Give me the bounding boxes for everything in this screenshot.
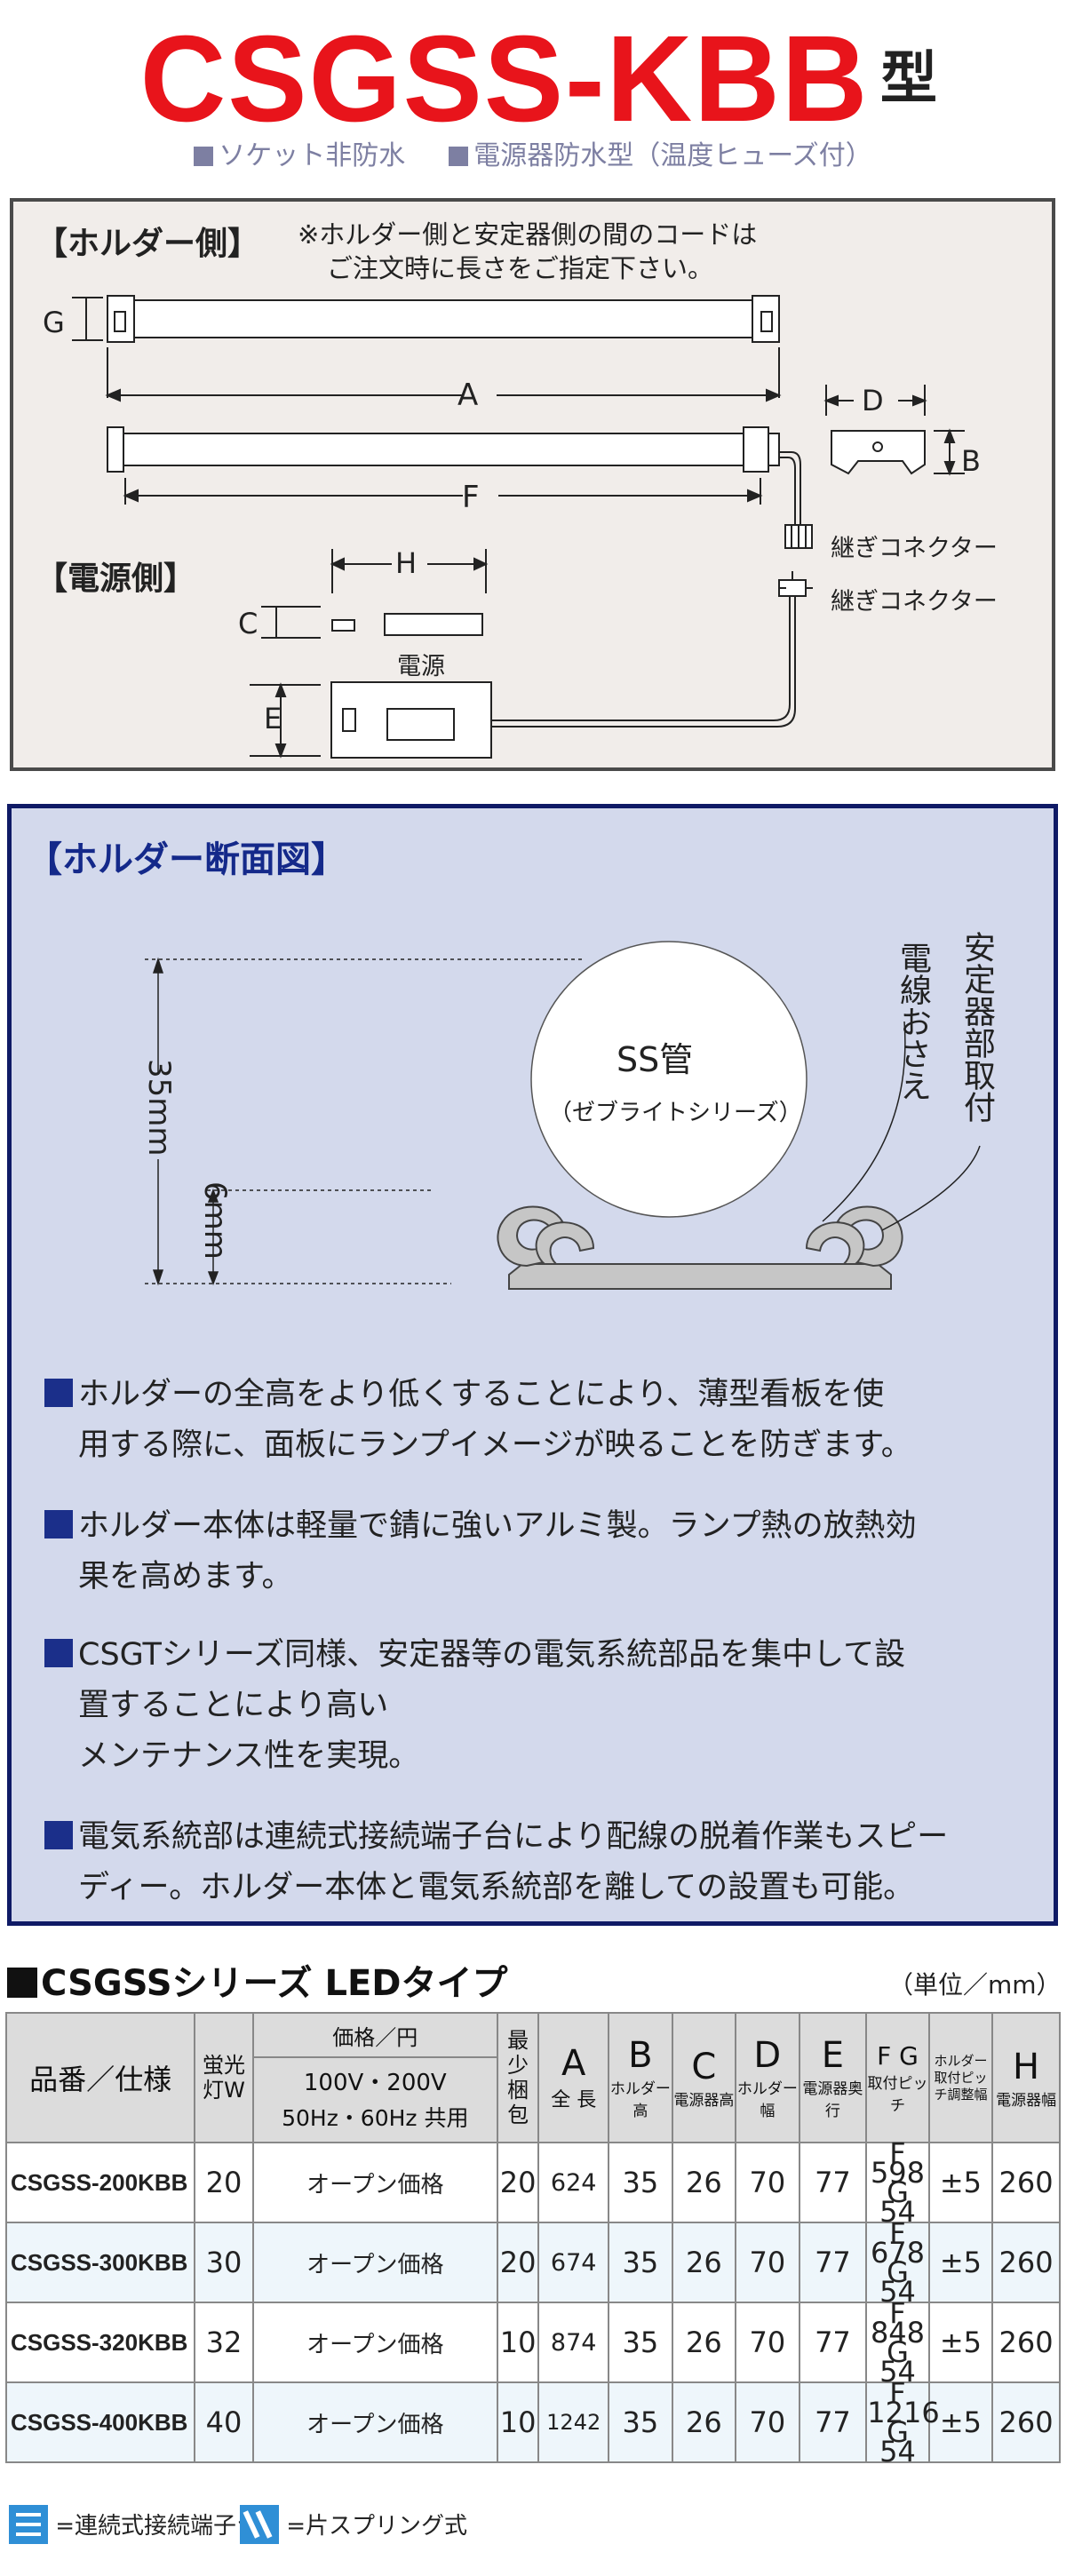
col-name: 品番／仕様 <box>4 2012 196 2143</box>
holder-end-right <box>752 295 780 343</box>
dim-f-label: F <box>462 480 480 515</box>
dim-e-label: E <box>264 702 282 735</box>
dimension-diagram <box>72 295 965 759</box>
subtitle-b: 電源器防水型（温度ヒューズ付） <box>473 140 872 171</box>
col-price: 価格／円 100V・200V 50Hz・60Hz 共用 <box>251 2012 499 2143</box>
legend-item-2: =片スプリング式 <box>240 2505 467 2544</box>
connector-label-2: 継ぎコネクター <box>831 588 998 616</box>
power-label: 電源 <box>397 653 445 680</box>
square-bullet-icon <box>194 147 214 166</box>
cross-section-diagram <box>145 941 981 1290</box>
col-lamp: 蛍光灯W <box>194 2012 254 2143</box>
table-row: CSGSS-300KBB 30 オープン価格 20 674 35 26 70 7… <box>4 2219 1061 2306</box>
dim-g-label: G <box>43 306 65 339</box>
holder-rail-bottom <box>107 433 780 466</box>
spec-table: 品番／仕様 蛍光灯W 価格／円 100V・200V 50Hz・60Hz 共用 最… <box>4 2012 1061 2466</box>
dim-c-label: C <box>238 607 259 640</box>
square-bullet-icon <box>44 1379 73 1407</box>
section-heading: 【ホルダー断面図】 <box>27 839 346 880</box>
dim-h-label: H <box>395 546 418 580</box>
ss-tube-circle <box>530 941 807 1218</box>
dim-b-label: B <box>961 444 981 478</box>
cross-section-panel <box>7 804 1058 1926</box>
feature-bullet-4: 電気系統部は連続式接続端子台により配線の脱着作業もスピー ディー。ホルダー本体と… <box>44 1812 1022 1913</box>
col-adjust: ホルダー取付ピッチ調整幅 <box>927 2012 994 2143</box>
dim-a-label: A <box>457 378 479 413</box>
square-bullet-icon <box>7 1968 37 1998</box>
square-bullet-icon <box>449 147 469 166</box>
square-bullet-icon <box>44 1821 73 1849</box>
table-row: CSGSS-200KBB 20 オープン価格 20 624 35 26 70 7… <box>4 2139 1061 2226</box>
spring-icon <box>240 2505 279 2544</box>
note-line-1: ※ホルダー側と安定器側の間のコードは <box>298 219 758 250</box>
title-suffix: 型 <box>880 46 938 112</box>
subtitle-a: ソケット非防水 <box>219 140 406 171</box>
feature-bullet-1: ホルダーの全高をより低くすることにより、薄型看板を使 用する際に、面板にランプイ… <box>44 1370 1022 1471</box>
power-top-view <box>384 613 483 636</box>
table-row: CSGSS-320KBB 32 オープン価格 10 874 35 26 70 7… <box>4 2299 1061 2386</box>
terminal-block-icon <box>9 2505 48 2544</box>
dimension-panel <box>10 198 1055 771</box>
subtitle: ソケット非防水 電源器防水型（温度ヒューズ付） <box>0 133 1066 172</box>
power-side-label: 【電源側】 <box>36 561 196 597</box>
dim-d-label: D <box>862 384 884 417</box>
product-code: CSGSS-KBB <box>139 11 870 147</box>
square-bullet-icon <box>44 1510 73 1538</box>
label-stabilizer-mount: 安定器部取付 <box>959 931 995 1123</box>
holder-rail-top <box>107 299 780 338</box>
dim-6-label: 6mm <box>197 1181 233 1260</box>
legend-item-1: =連続式接続端子台 <box>9 2505 259 2544</box>
connector-label-1: 継ぎコネクター <box>831 535 998 562</box>
note-line-2: ご注文時に長さをご指定下さい。 <box>327 253 714 283</box>
tube-sub-label: （ゼブライトシリーズ） <box>549 1100 802 1126</box>
holder-profile <box>497 1205 903 1290</box>
feature-bullet-3: CSGTシリーズ同様、安定器等の電気系統部品を集中して設 置することにより高い … <box>44 1630 1022 1782</box>
end-cap-profile <box>831 430 926 475</box>
square-bullet-icon <box>44 1639 73 1667</box>
dim-35-label: 35mm <box>141 1059 177 1157</box>
label-wire-holder: 電線おさえ <box>895 942 931 1101</box>
tube-label: SS管 <box>617 1040 694 1079</box>
feature-bullet-2: ホルダー本体は軽量で錆に強いアルミ製。ランプ熱の放熱効 果を高めます。 <box>44 1501 1022 1602</box>
table-unit: （単位／mm） <box>888 1970 1062 2000</box>
table-row: CSGSS-400KBB 40 オープン価格 10 1242 35 26 70 … <box>4 2379 1061 2466</box>
col-pack: 最少梱包 <box>497 2012 540 2143</box>
holder-side-label: 【ホルダー側】 <box>36 226 260 262</box>
table-title: CSGSSシリーズ LEDタイプ <box>7 1954 508 2006</box>
